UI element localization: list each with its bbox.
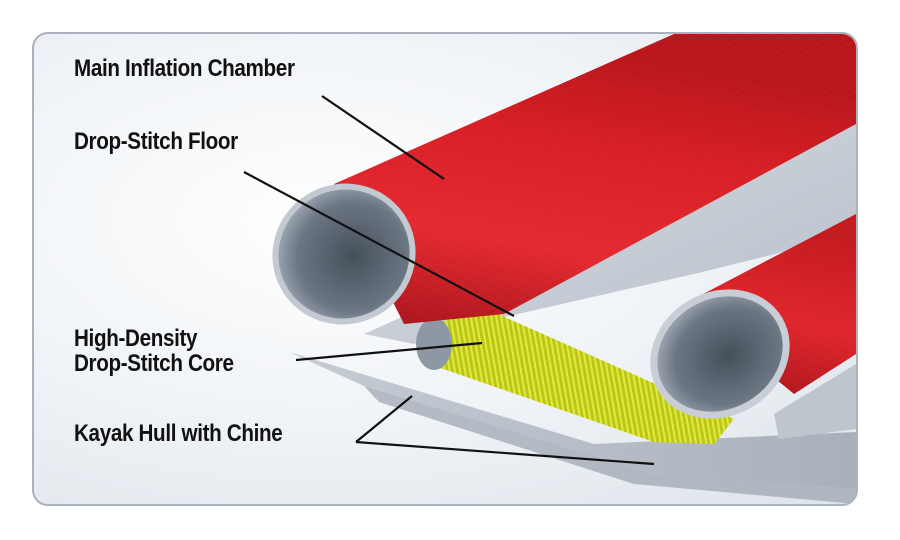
leader-line-floor xyxy=(243,171,515,317)
label-high-density-core: High-Density Drop-Stitch Core xyxy=(74,326,234,376)
leader-line-core xyxy=(295,341,483,362)
chamber-opening xyxy=(278,189,410,319)
chamber-fabric-texture xyxy=(334,34,856,324)
drop-stitch-core xyxy=(429,310,734,444)
label-drop-stitch-floor: Drop-Stitch Floor xyxy=(74,128,238,155)
diagram-frame: Main Inflation Chamber Drop-Stitch Floor… xyxy=(32,32,858,506)
label-core-line1: High-Density xyxy=(74,325,198,352)
inflatable-kayak-cross-section xyxy=(243,34,856,504)
side-tube-base xyxy=(774,364,856,439)
hull-chine-edge xyxy=(364,386,856,504)
side-tube-opening xyxy=(657,296,783,412)
core-end-cap xyxy=(416,318,452,370)
kayak-hull xyxy=(289,352,856,489)
leader-line-main-chamber xyxy=(321,95,445,180)
leader-line-hull-left xyxy=(355,395,413,443)
label-main-inflation-chamber: Main Inflation Chamber xyxy=(74,55,295,82)
label-core-line2: Drop-Stitch Core xyxy=(74,350,234,377)
leader-line-hull-right xyxy=(355,440,655,466)
label-kayak-hull: Kayak Hull with Chine xyxy=(74,420,283,447)
